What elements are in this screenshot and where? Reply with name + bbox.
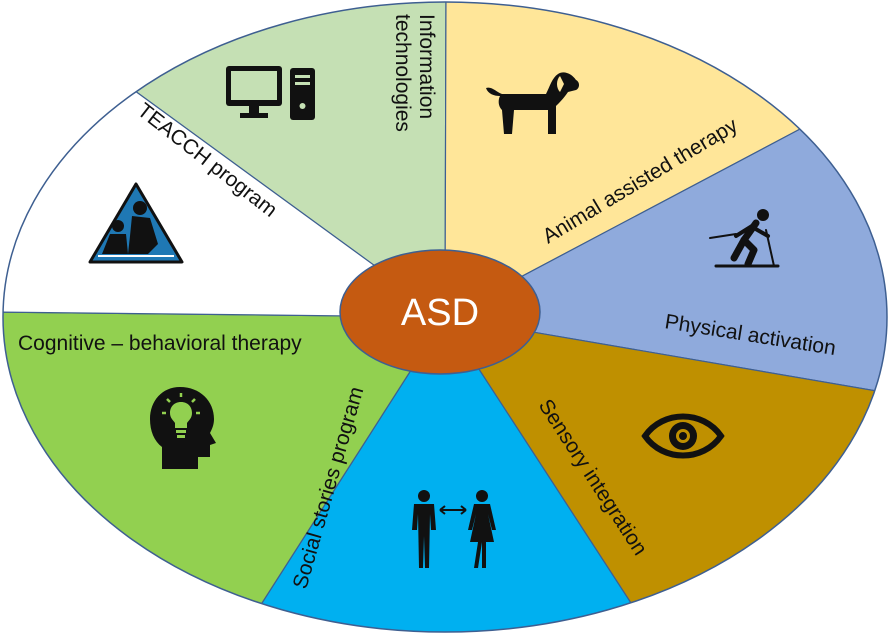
center-asd-label: ASD [401,292,479,334]
eye-icon [641,413,725,459]
dog-icon [486,72,579,134]
label-information-technologies: Information technologies [391,14,438,132]
skier-icon [709,209,780,268]
people-interaction-icon [412,490,496,568]
teacch-triangle-icon [88,182,184,264]
computer-icon [226,66,315,120]
head-lightbulb-icon [150,387,216,469]
center-asd-ellipse [339,249,541,375]
label-cognitive-behavioral-therapy: Cognitive – behavioral therapy [18,332,302,355]
